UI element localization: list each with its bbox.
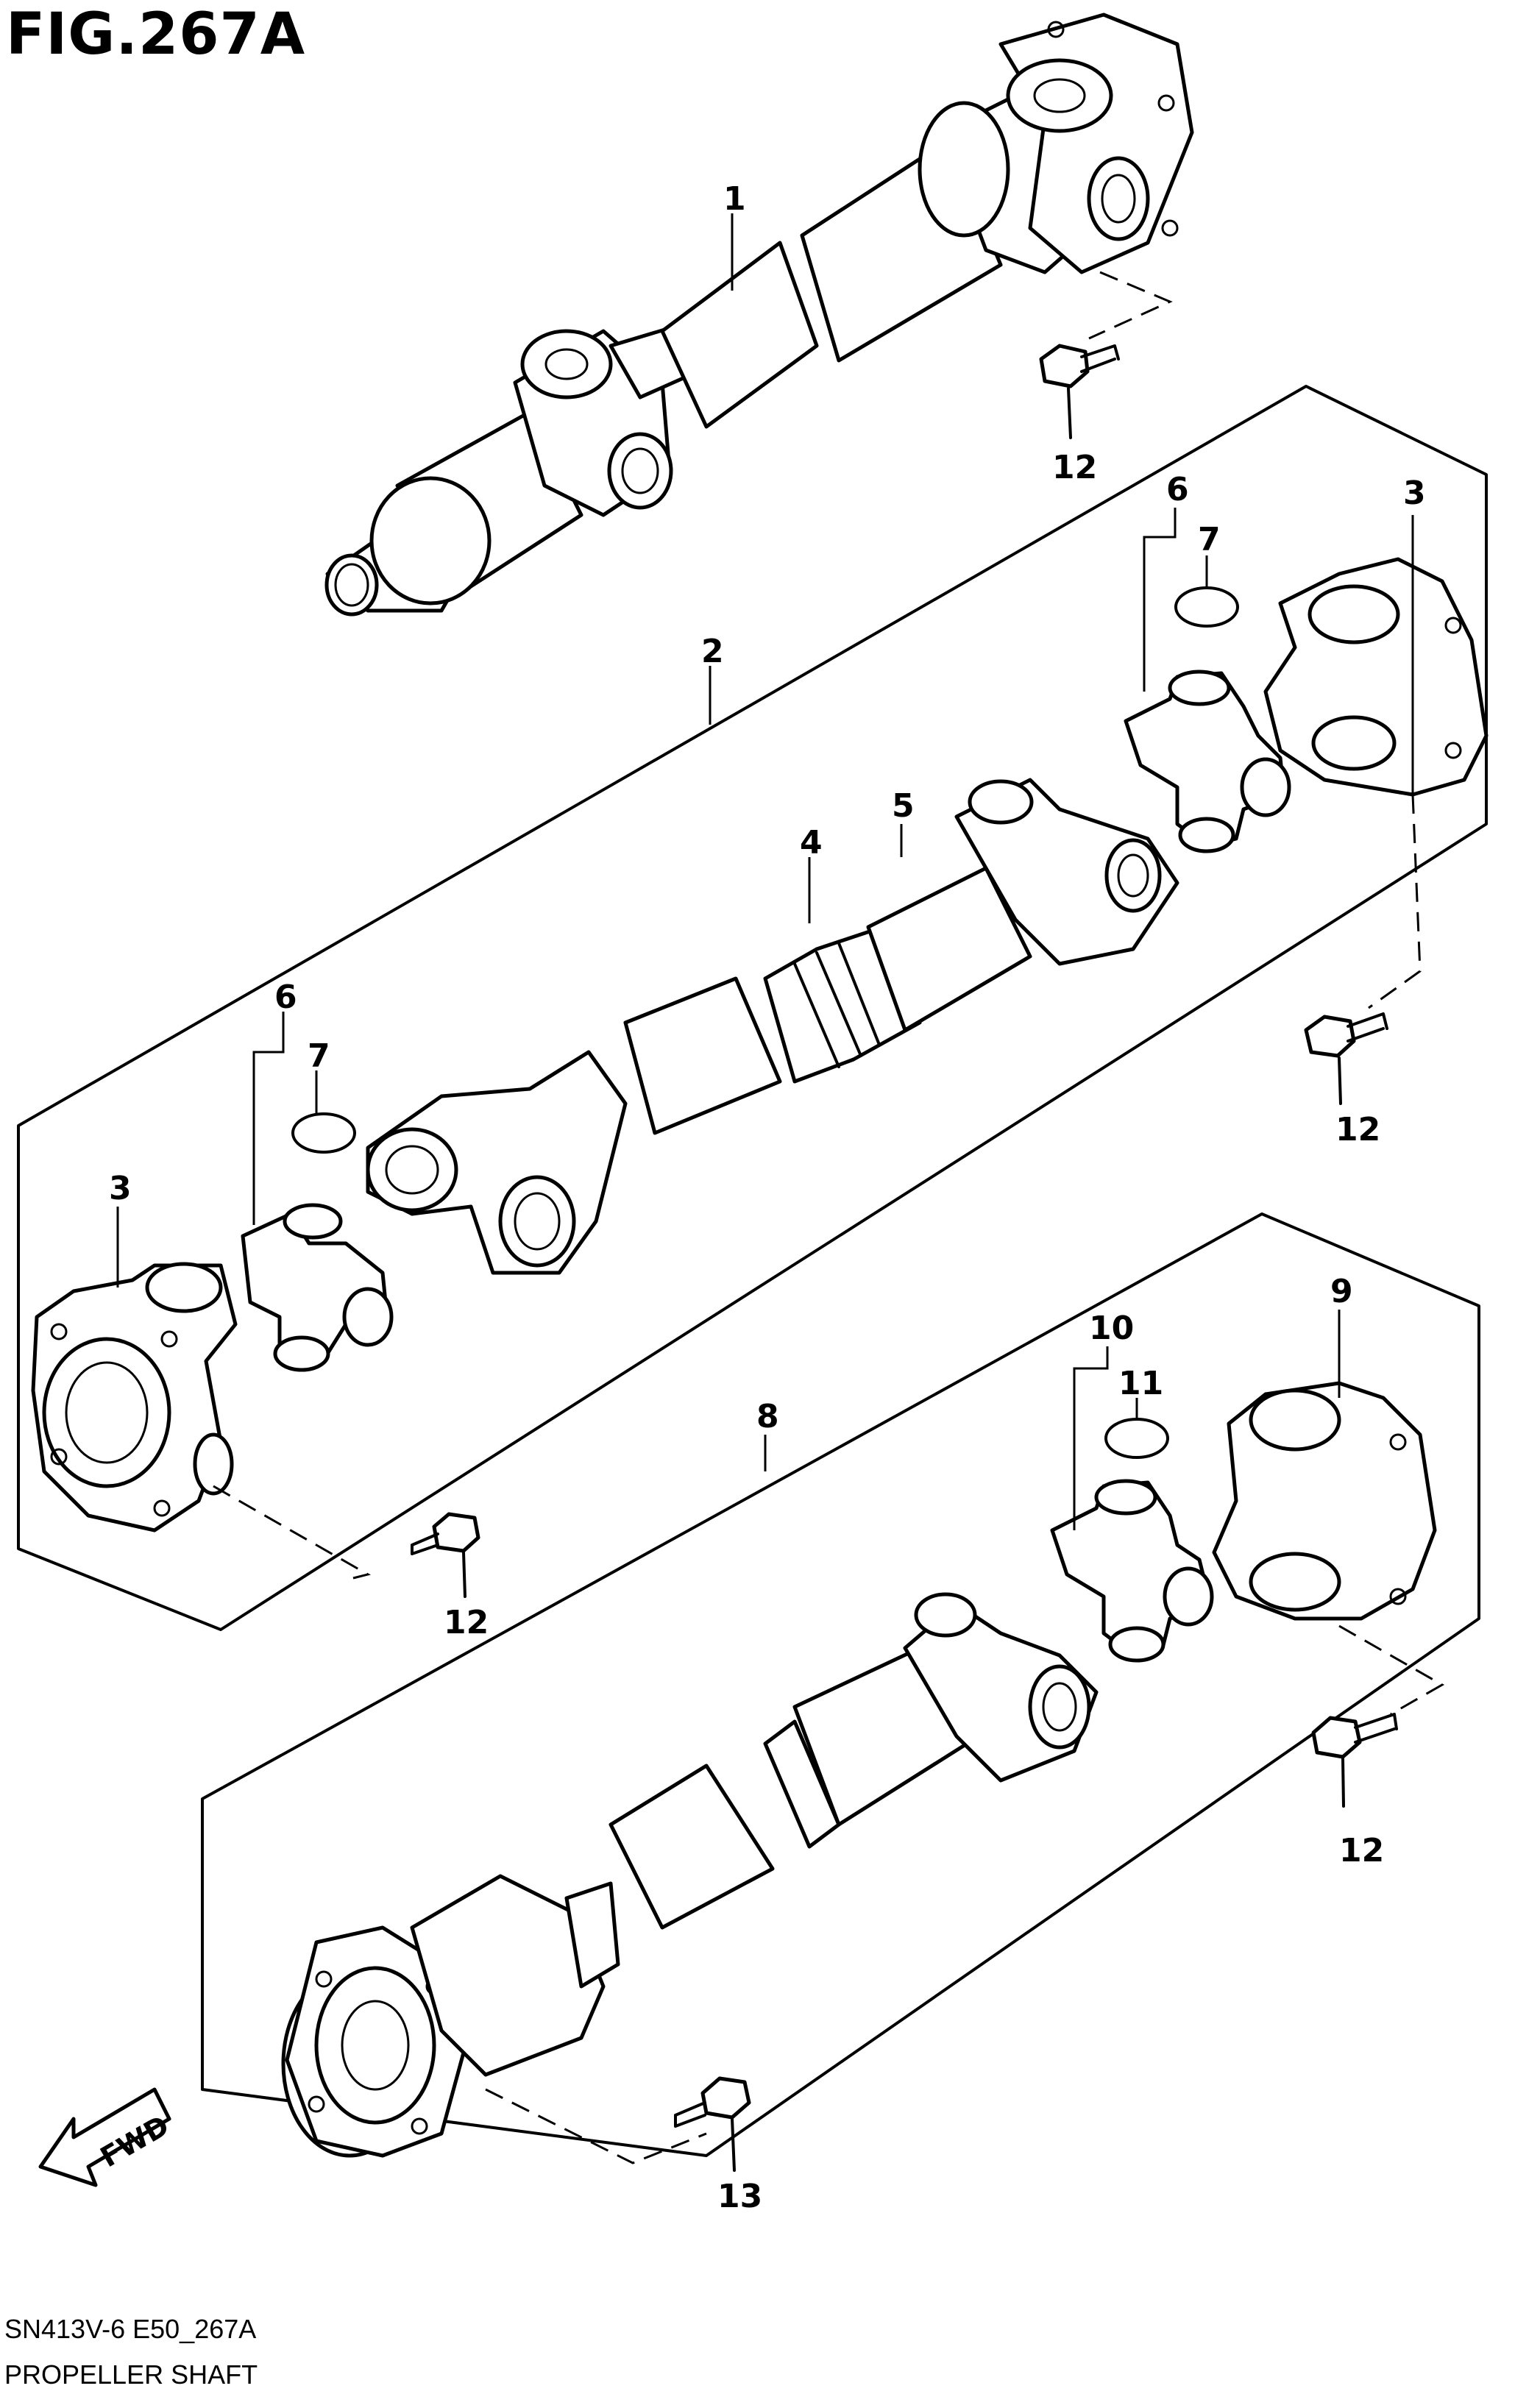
bolt-12-left	[213, 1485, 480, 1598]
bolt-13	[485, 2076, 751, 2172]
callout-12-rear: 12	[1339, 1832, 1384, 1869]
callout-8: 8	[756, 1398, 779, 1435]
universal-joint-cross-left	[241, 1203, 394, 1372]
snap-ring-rear	[1104, 1418, 1169, 1459]
bolt-12-rear	[1311, 1624, 1445, 1808]
snap-ring-left	[291, 1112, 356, 1154]
bolt-12-top	[1039, 271, 1173, 439]
figure-caption: PROPELLER SHAFT	[4, 2359, 258, 2390]
flange-yoke-left	[31, 1262, 238, 1532]
callout-13: 13	[717, 2178, 762, 2215]
callout-2: 2	[701, 633, 724, 670]
callout-4: 4	[800, 824, 823, 862]
rear-propeller-shaft	[281, 1592, 1099, 2158]
callout-11: 11	[1118, 1365, 1163, 1402]
flange-yoke-right	[1263, 557, 1489, 797]
center-propeller-shaft	[366, 778, 1179, 1275]
callout-7-right: 7	[1198, 521, 1221, 558]
figure-code: SN413V-6 E50_267A	[4, 2314, 257, 2344]
callout-12-left: 12	[444, 1604, 489, 1641]
callout-leaders	[116, 213, 1414, 1530]
callout-6-right: 6	[1166, 471, 1189, 508]
callout-6-left: 6	[274, 979, 297, 1016]
callout-labels: 1 12 6 3 7 2 5 4 6 7 12 3 9 10 11 8 12 1…	[109, 180, 1426, 2215]
callout-12-top: 12	[1052, 449, 1097, 486]
callout-12-right: 12	[1335, 1111, 1380, 1148]
fwd-direction-arrow: FWD	[38, 2087, 174, 2187]
bolt-12-right	[1304, 794, 1422, 1105]
callout-9: 9	[1330, 1273, 1353, 1310]
callout-5: 5	[892, 787, 915, 825]
flange-yoke-rear	[1212, 1381, 1437, 1621]
universal-joint-cross-rear	[1050, 1479, 1214, 1663]
callout-3-right: 3	[1403, 475, 1426, 512]
callout-1: 1	[723, 180, 746, 218]
front-propeller-shaft	[324, 13, 1194, 617]
snap-ring-right	[1174, 586, 1239, 628]
callout-10: 10	[1089, 1310, 1134, 1347]
assembly-2-frame	[17, 385, 1488, 1631]
universal-joint-cross-right	[1124, 670, 1291, 853]
callout-3-left: 3	[109, 1170, 132, 1207]
figure-title: FIG.267A	[6, 1, 306, 68]
assembly-8-frame	[201, 1212, 1480, 2157]
callout-7-left: 7	[308, 1037, 330, 1075]
